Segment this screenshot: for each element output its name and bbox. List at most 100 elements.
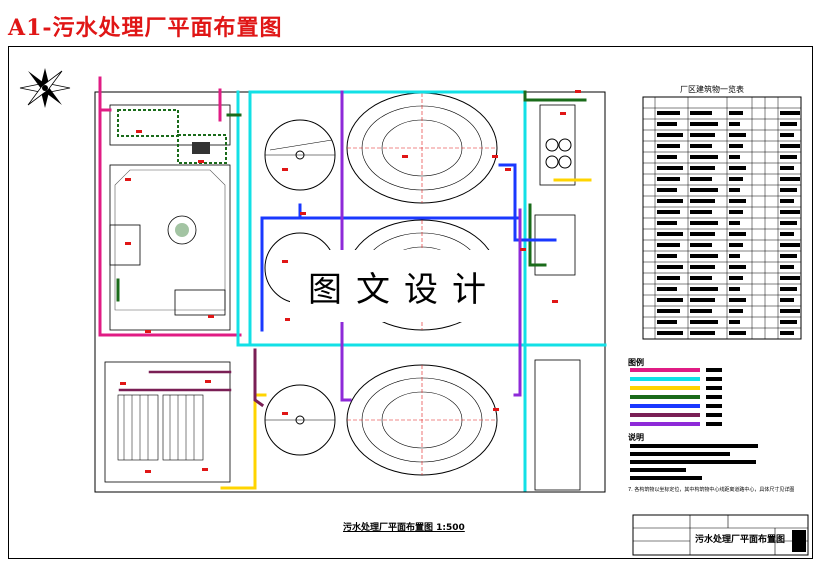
table-cell: [657, 320, 677, 324]
table-cell: [657, 276, 680, 280]
table-cell: [780, 177, 800, 181]
table-cell: [690, 298, 715, 302]
table-cell: [690, 309, 712, 313]
table-cell: [780, 309, 800, 313]
table-cell: [729, 298, 746, 302]
table-cell: [780, 276, 800, 280]
table-cell: [780, 331, 794, 335]
title-block: [632, 514, 809, 556]
table-cell: [690, 254, 718, 258]
north-arrow-icon: [19, 68, 71, 108]
table-cell: [729, 199, 746, 203]
table-cell: [729, 210, 743, 214]
drawing-frame: [8, 46, 813, 559]
table-cell: [690, 199, 715, 203]
table-cell: [690, 166, 715, 170]
title-block-drawing-name: 污水处理厂平面布置图: [695, 535, 786, 545]
table-cell: [657, 133, 683, 137]
structures-table: [642, 96, 802, 340]
watermark-text: 图文设计: [290, 250, 518, 322]
table-cell: [780, 243, 800, 247]
green-area: [534, 359, 581, 491]
table-cell: [729, 309, 743, 313]
legend-label: [706, 386, 722, 390]
pretreatment-units: [534, 104, 576, 276]
coordinate-markers: [120, 90, 581, 473]
oxidation-ditch-1: [346, 92, 498, 204]
table-cell: [729, 166, 746, 170]
table-cell: [690, 287, 718, 291]
table-cell: [780, 232, 794, 236]
table-cell: [690, 188, 718, 192]
admin-zone: [109, 104, 231, 331]
table-cell: [690, 133, 715, 137]
table-cell: [780, 298, 794, 302]
legend-label: [706, 395, 722, 399]
table-cell: [657, 232, 683, 236]
notes-body: [630, 444, 758, 480]
table-cell: [690, 155, 718, 159]
table-cell: [657, 298, 683, 302]
table-cell: [780, 166, 794, 170]
table-title: 厂区建筑物一览表: [680, 85, 744, 94]
table-cell: [780, 199, 794, 203]
table-cell: [657, 265, 683, 269]
legend-label: [706, 404, 722, 408]
table-cell: [690, 221, 718, 225]
table-cell: [657, 309, 680, 313]
table-cell: [657, 199, 683, 203]
table-cell: [780, 287, 797, 291]
table-cell: [729, 188, 740, 192]
table-cell: [690, 265, 715, 269]
table-cell: [690, 111, 712, 115]
table-cell: [657, 177, 680, 181]
legend-title: 图例: [628, 358, 644, 367]
table-cell: [657, 287, 677, 291]
table-cell: [780, 254, 797, 258]
table-cell: [729, 232, 746, 236]
table-cell: [729, 111, 743, 115]
pipelines: [98, 76, 607, 492]
table-cell: [780, 320, 797, 324]
table-cell: [657, 210, 680, 214]
table-cell: [690, 320, 718, 324]
legend-box: [630, 368, 722, 426]
table-cell: [729, 144, 743, 148]
table-cell: [690, 276, 712, 280]
table-cell: [657, 122, 677, 126]
table-cell: [729, 221, 740, 225]
fountain-circle: [167, 215, 197, 245]
table-cell: [657, 254, 677, 258]
table-cell: [657, 331, 683, 335]
legend-label: [706, 368, 722, 372]
table-cell: [729, 122, 740, 126]
drawing-title: A1-污水处理厂平面布置图: [8, 15, 283, 41]
legend-label: [706, 422, 722, 426]
notes-footnote: 7. 各构筑物以坐标定位，其中构筑物中心线距离道路中心，具体尺寸见详图: [628, 487, 795, 493]
table-cell: [657, 221, 677, 225]
table-cell: [690, 144, 712, 148]
legend-label: [706, 377, 722, 381]
table-cell: [690, 122, 718, 126]
table-cell: [690, 232, 715, 236]
table-cell: [657, 243, 680, 247]
table-cell: [729, 276, 743, 280]
table-cell: [729, 177, 743, 181]
table-cell: [780, 144, 800, 148]
table-cell: [690, 243, 712, 247]
table-cell: [729, 265, 746, 269]
sludge-building: [104, 361, 231, 483]
table-cell: [780, 265, 794, 269]
notes-title: 说明: [628, 433, 644, 442]
table-cell: [657, 188, 677, 192]
table-cell: [690, 177, 712, 181]
legend-label: [706, 413, 722, 417]
plan-caption: 污水处理厂平面布置图 1:500: [343, 523, 465, 533]
table-cell: [657, 166, 683, 170]
table-cell: [780, 133, 794, 137]
clarifier-1: [264, 119, 336, 191]
table-cell: [729, 320, 740, 324]
table-cell: [729, 155, 740, 159]
